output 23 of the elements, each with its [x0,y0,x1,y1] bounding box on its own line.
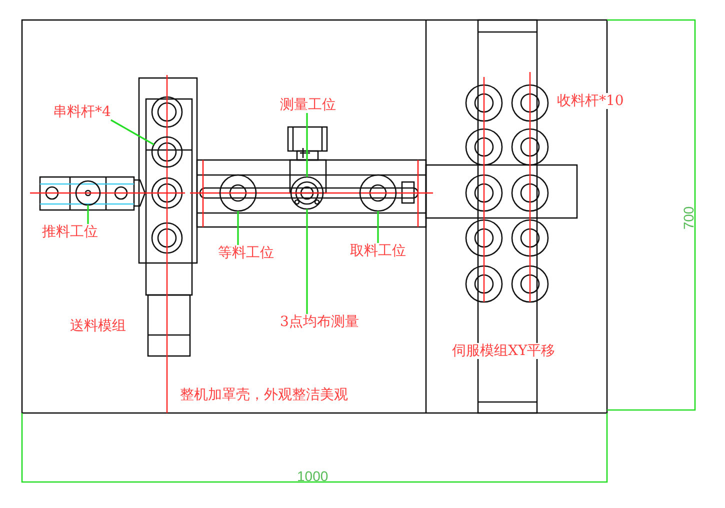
leader-line [306,113,308,177]
push-pin-circle [75,180,101,206]
part-label: 等料工位 [218,245,274,261]
leader-line [110,119,154,146]
part-label: 送料模组 [70,318,126,334]
rod-circle [151,136,183,168]
leader-line [306,209,308,314]
leader-line [237,211,239,245]
part-label: 推料工位 [42,224,98,240]
part-label: 伺服模组XY平移 [452,343,556,359]
part-label: 取料工位 [350,243,406,259]
leader-line [87,205,89,224]
dimension-value: 1000 [297,468,328,484]
note-text: 整机加罩壳，外观整洁美观 [180,387,348,403]
part-label: 收料杆*10 [557,93,624,109]
measuring-ring [290,176,324,210]
part-label: 串料杆*4 [53,104,111,120]
leader-line [377,211,379,243]
dimension-value: 700 [680,206,697,230]
part-label: 测量工位 [280,97,336,113]
waiting-station-circle [219,174,257,212]
pickup-station-circle [359,174,397,212]
part-label: 3点均布测量 [280,314,359,330]
